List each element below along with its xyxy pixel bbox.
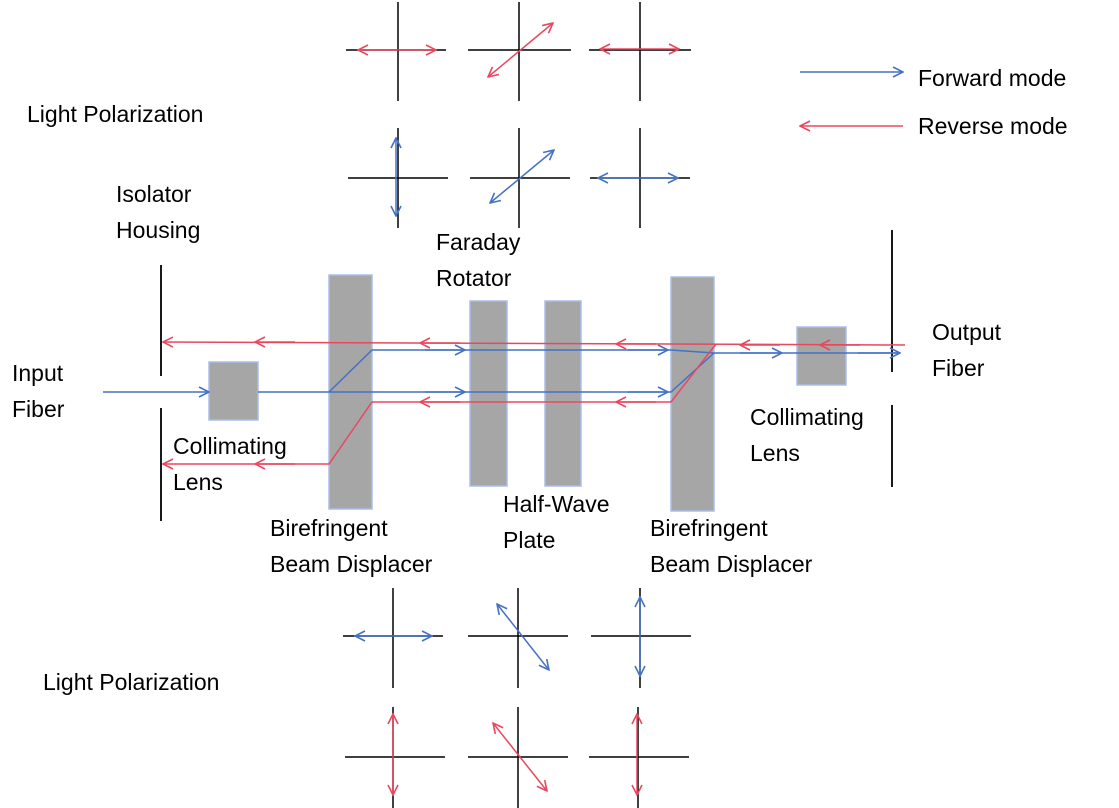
forward-beam-paths xyxy=(103,350,900,392)
pol-top-forward-2 xyxy=(490,150,554,203)
legend-samples xyxy=(800,72,903,126)
faraday-rotator xyxy=(469,300,508,487)
optical-components xyxy=(208,274,847,512)
legend-reverse-label: Reverse mode xyxy=(918,113,1068,139)
output-fiber-label: Output Fiber xyxy=(932,319,1002,381)
birefringent-right-label: Birefringent Beam Displacer xyxy=(650,515,813,577)
bottom-forward-axes xyxy=(343,588,691,688)
reverse-beam-paths xyxy=(163,342,906,464)
light-polarization-top-label: Light Polarization xyxy=(27,101,204,127)
input-fiber-label: Input Fiber xyxy=(12,360,65,422)
legend-forward-label: Forward mode xyxy=(918,65,1067,91)
pol-top-reverse-2 xyxy=(488,23,553,77)
light-polarization-bottom-label: Light Polarization xyxy=(43,669,220,695)
birefringent-left-label: Birefringent Beam Displacer xyxy=(270,515,433,577)
collimating-lens-right xyxy=(796,326,847,386)
polarization-axes xyxy=(343,2,691,808)
isolator-housing-label: Isolator Housing xyxy=(116,181,201,243)
pol-bottom-reverse-2 xyxy=(493,723,547,791)
forward-upper-path xyxy=(328,349,715,393)
collimating-lens-left xyxy=(208,361,259,421)
isolator-housing xyxy=(160,230,893,521)
half-wave-plate xyxy=(544,300,582,487)
birefringent-displacer-right xyxy=(670,276,715,512)
collimating-lens-right-label: Collimating Lens xyxy=(750,404,864,466)
half-wave-plate-label: Half-Wave Plate xyxy=(503,491,610,553)
faraday-rotator-label: Faraday Rotator xyxy=(436,229,521,291)
pol-bottom-forward-2 xyxy=(497,604,549,670)
collimating-lens-left-label: Collimating Lens xyxy=(173,433,287,495)
polarization-arrows xyxy=(355,23,679,795)
